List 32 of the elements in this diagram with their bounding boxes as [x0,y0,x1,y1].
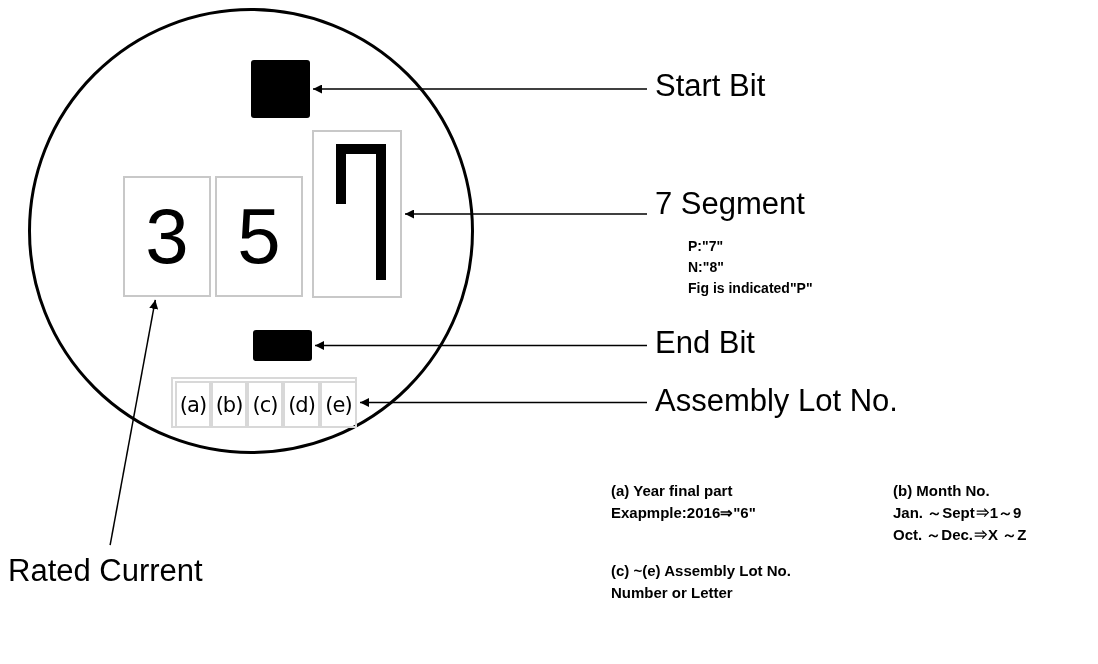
callout-label: Start Bit [655,68,766,104]
arrow [314,341,648,350]
arrow [404,209,648,219]
note-text: Fig is indicated"P" [688,280,813,296]
segment-digit-box [312,130,402,298]
lot-code-cell: (e) [320,381,357,428]
arrow [109,299,159,546]
marking-circle [28,8,474,454]
lot-code-cell: (d) [283,381,320,428]
lot-code-cell: (c) [247,381,283,428]
digit-box: 3 [123,176,211,297]
note-text: Number or Letter [611,584,733,601]
lot-code-cell: (a) [175,381,211,428]
note-text: N:"8" [688,259,724,275]
note-text: (c) ~(e) Assembly Lot No. [611,562,791,579]
arrow [359,398,648,407]
lot-code-box [171,377,357,428]
callout-label: End Bit [655,325,755,361]
arrow [312,84,648,94]
end-bit-mark [253,330,312,361]
callout-label: 7 Segment [655,186,805,222]
note-text: P:"7" [688,238,724,254]
callout-label: Rated Current [8,553,203,589]
start-bit-mark [251,60,310,118]
digit-box: 5 [215,176,303,297]
lot-code-cell: (b) [211,381,247,428]
note-text: Oct. ～Dec.⇒X ～Z [893,526,1027,545]
callout-label: Assembly Lot No. [655,383,898,419]
note-text: (b) Month No. [893,482,990,499]
note-text: (a) Year final part [611,482,733,499]
note-text: Jan. ～Sept⇒1～9 [893,504,1022,523]
note-text: Exapmple:2016⇒"6" [611,504,756,522]
